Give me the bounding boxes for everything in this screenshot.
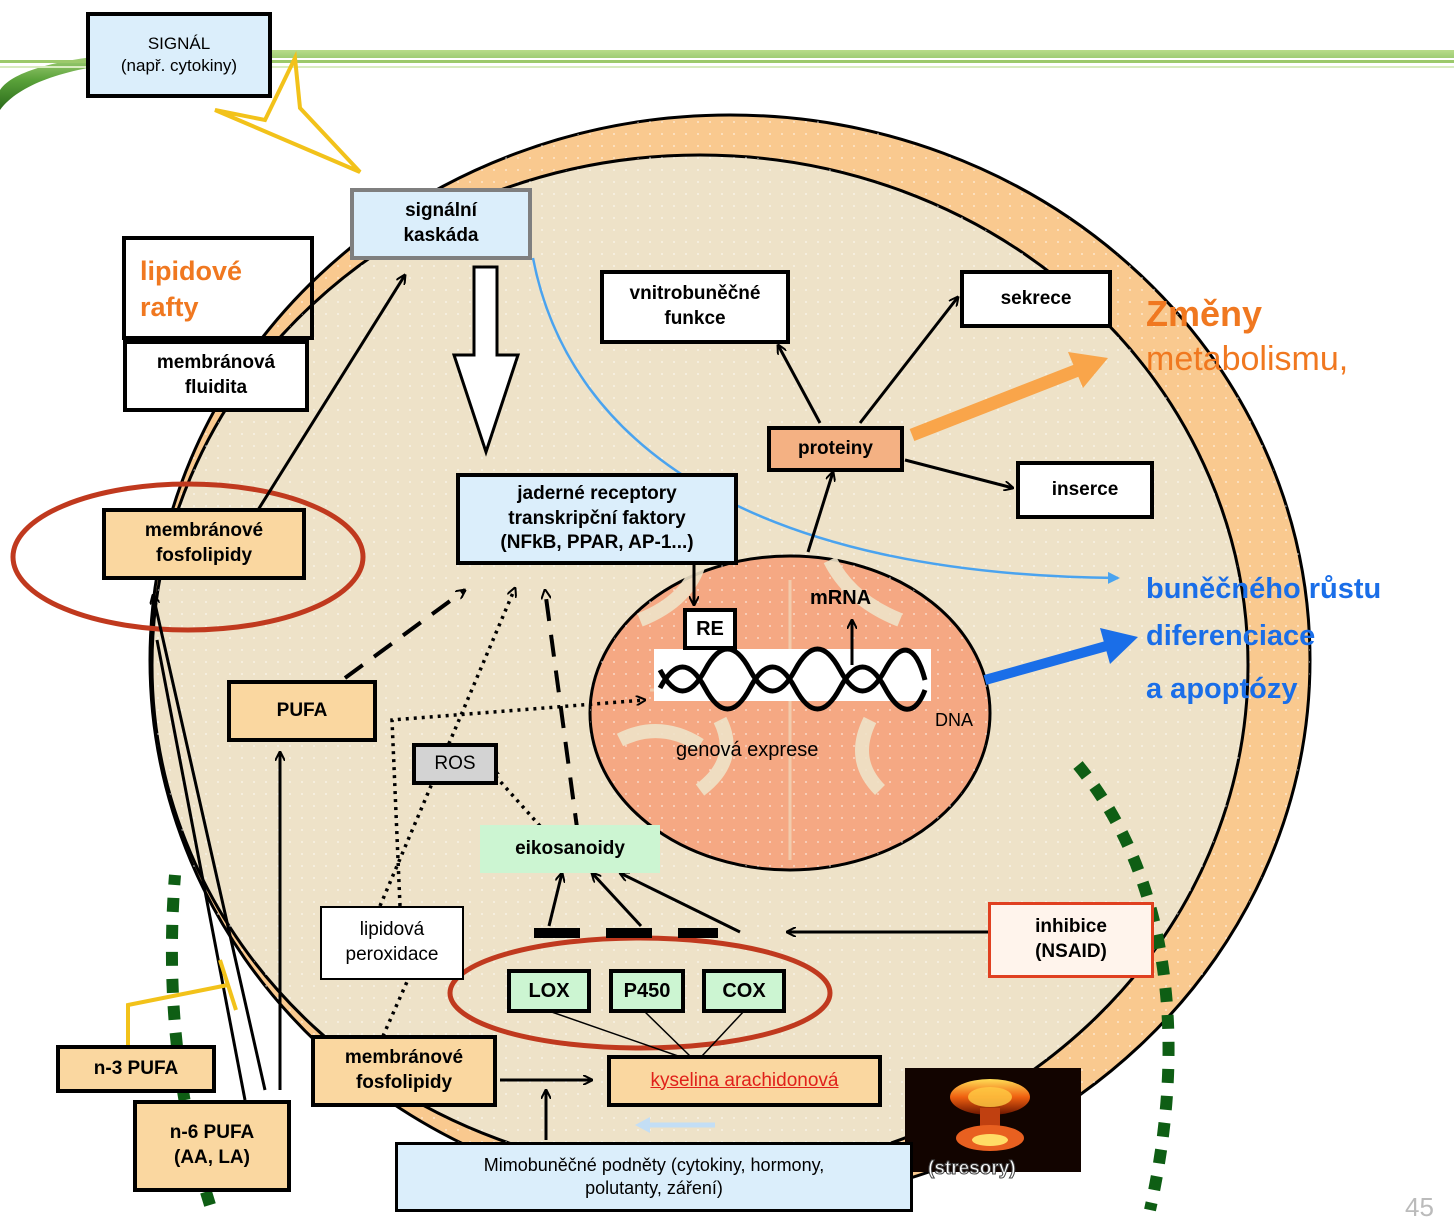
n3-inhibition-line <box>126 959 238 1045</box>
lipid-rafts-box <box>122 236 314 340</box>
dna-label: DNA <box>935 710 974 730</box>
metabolism-label: metabolismu, <box>1146 340 1349 378</box>
lox-box: LOX <box>507 969 591 1013</box>
dashed-arrows <box>343 590 580 836</box>
re-box: RE <box>683 608 737 650</box>
insertion-box: inserce <box>1016 461 1154 519</box>
gene-expression-label: genová exprese <box>676 739 819 761</box>
cox-box: COX <box>702 969 786 1013</box>
page-number: 45 <box>1405 1192 1434 1222</box>
intracellular-functions-box: vnitrobuněčné funkce <box>600 270 790 344</box>
inhibition-box: inhibice (NSAID) <box>988 902 1154 978</box>
mrna-label: mRNA <box>810 587 872 609</box>
signal-box: SIGNÁL (např. cytokiny) <box>86 12 272 98</box>
pufa-box: PUFA <box>227 680 377 742</box>
eicosanoids-box: eikosanoidy <box>480 825 660 873</box>
arachidonic-acid-box: kyselina arachidonová <box>607 1055 882 1107</box>
differentiation-label: diferenciace <box>1146 620 1316 652</box>
metabolism-arrow-head <box>1068 352 1108 388</box>
enzyme-block-bars <box>534 928 718 938</box>
cascade-down-arrow <box>451 265 521 457</box>
proteins-box: proteiny <box>767 426 904 472</box>
lipid-rafts-label: lipidové rafty <box>140 256 243 323</box>
dashed-arc-right <box>1073 761 1175 1212</box>
lipid-peroxidation-box: lipidová peroxidace <box>320 906 464 980</box>
arachidonic-links <box>545 1009 746 1057</box>
signal-cascade-box: signální kaskáda <box>350 188 532 260</box>
solid-arrows <box>153 275 1013 1140</box>
nuclear-receptors-box: jaderné receptory transkripční faktory (… <box>456 473 738 565</box>
changes-word: Změny <box>1146 293 1263 334</box>
dna-strip <box>654 646 931 712</box>
secretion-box: sekrece <box>960 270 1112 328</box>
external-stimuli-box: Mimobuněčné podněty (cytokiny, hormony, … <box>395 1142 913 1212</box>
membrane-phospholipids-bottom-box: membránové fosfolipidy <box>311 1035 497 1107</box>
signal-arrow <box>214 50 362 174</box>
ros-box: ROS <box>412 743 498 785</box>
phospholipid-highlight-ellipse <box>10 481 366 633</box>
n6-pufa-box: n-6 PUFA (AA, LA) <box>133 1100 291 1192</box>
apoptosis-label: a apoptózy <box>1146 673 1298 705</box>
stressor-explosion-image <box>905 1068 1081 1172</box>
n3-pufa-box: n-3 PUFA <box>56 1045 216 1093</box>
p450-box: P450 <box>609 969 685 1013</box>
growth-arrow-head <box>1100 628 1138 664</box>
membrane-phospholipids-top-box: membránové fosfolipidy <box>102 508 306 580</box>
dotted-arrows <box>368 588 645 1070</box>
stressors-label: (stresory) <box>928 1158 1017 1180</box>
membrane-fluidity-box: membránová fluidita <box>123 340 309 412</box>
nucleus <box>588 554 992 872</box>
cell-growth-label: buněčného růstu <box>1146 573 1382 605</box>
